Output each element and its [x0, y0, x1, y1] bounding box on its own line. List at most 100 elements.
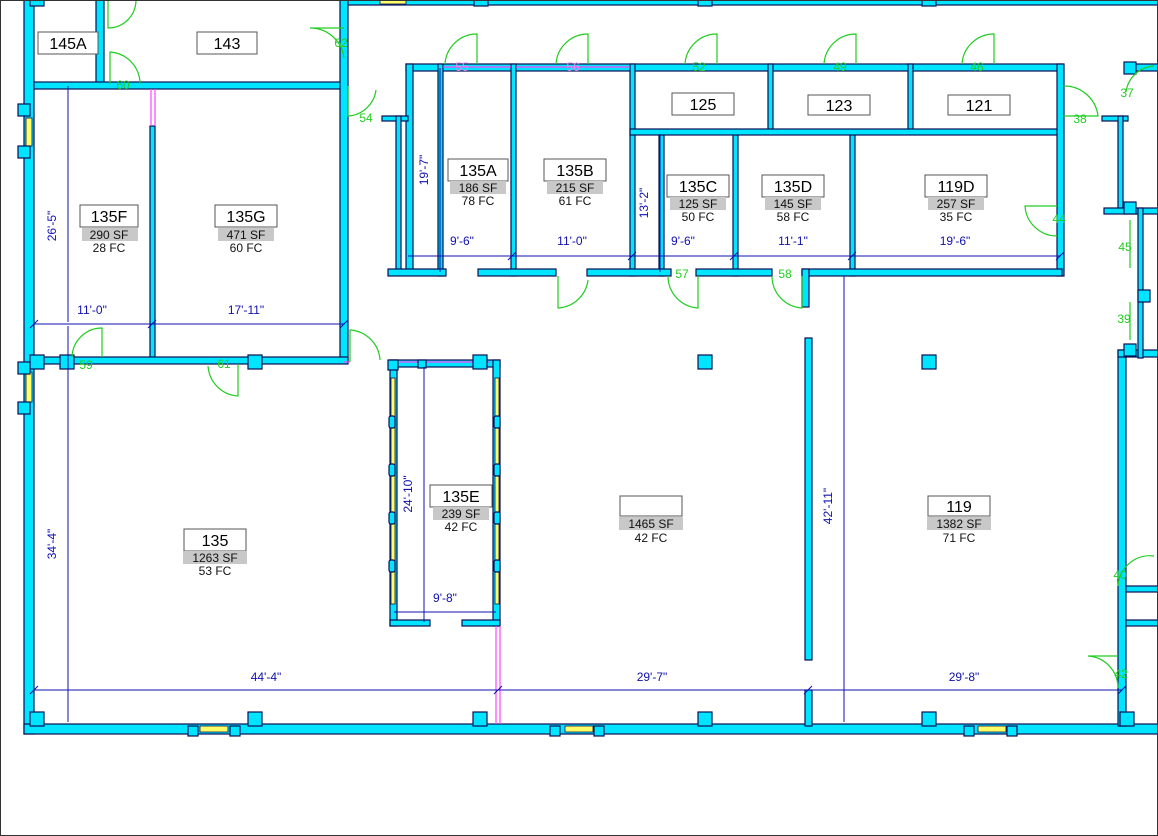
door-swing	[771, 275, 803, 309]
column	[472, 354, 488, 370]
door-number: 37	[1120, 86, 1134, 100]
door-swing	[1063, 85, 1099, 117]
column	[472, 711, 488, 727]
column	[59, 354, 75, 370]
door-swing	[684, 33, 718, 65]
dimension-11-1: 11'-1"	[778, 234, 808, 248]
wall	[586, 268, 672, 277]
door-number: 62	[334, 36, 348, 50]
door-number: 60	[116, 78, 130, 92]
room-label-box	[79, 204, 139, 228]
room-135-fc: 53 FC	[199, 564, 232, 578]
wall	[907, 63, 914, 133]
column	[17, 145, 31, 159]
room-135-name: 135	[202, 533, 229, 550]
wall	[461, 619, 501, 627]
door-number: 58	[778, 267, 792, 281]
room-135D-fc: 58 FC	[777, 210, 810, 224]
dimension-29-7: 29'-7"	[637, 670, 668, 684]
room-135C-name: 135C	[679, 179, 717, 196]
room-135E-fc: 42 FC	[445, 520, 478, 534]
room-119-name: 119	[946, 499, 972, 516]
wall	[1056, 63, 1065, 277]
room-135A-name: 135A	[459, 163, 497, 180]
door-number: 55	[455, 60, 469, 74]
column	[1006, 725, 1018, 737]
door-number: 56	[566, 60, 580, 74]
mullion	[388, 559, 396, 573]
windows	[25, 0, 1007, 733]
door-swing	[1117, 555, 1155, 587]
room-label-box	[214, 204, 278, 228]
door-swing	[71, 327, 103, 358]
room-135C-fc: 50 FC	[682, 210, 715, 224]
mullion	[493, 559, 501, 573]
wall	[477, 268, 557, 277]
column	[17, 103, 31, 117]
columns	[17, 0, 1151, 737]
room-121-name: 121	[966, 98, 993, 115]
dimension-9-6-b: 9'-6"	[671, 234, 695, 248]
sf-highlight	[183, 551, 247, 564]
dimension-11-0-b: 11'-0"	[557, 234, 587, 248]
room-135F-fc: 28 FC	[93, 241, 126, 255]
column	[1119, 711, 1135, 727]
dimension-29-8: 29'-8"	[949, 670, 980, 684]
sf-highlight	[928, 197, 984, 210]
room-119D-sf: 257 SF	[937, 197, 976, 211]
wall	[510, 63, 517, 277]
window	[390, 377, 396, 605]
wall	[387, 268, 447, 277]
column	[187, 725, 199, 737]
column	[417, 359, 427, 369]
room-143-name: 143	[214, 36, 241, 53]
room-135-sf: 1263 SF	[192, 551, 237, 565]
wall	[1125, 585, 1158, 593]
dimension-42-11: 42'-11"	[821, 488, 835, 524]
door-swing	[1087, 655, 1119, 689]
wall	[339, 0, 349, 363]
room-label-box	[807, 94, 871, 116]
column	[387, 359, 399, 371]
column	[921, 711, 937, 727]
dimension-34-4: 34'-4"	[45, 529, 59, 560]
door-number: 49	[833, 60, 847, 74]
door-swing	[107, 0, 137, 29]
door-swing	[347, 86, 377, 117]
column	[29, 711, 45, 727]
room-135B-sf: 215 SF	[556, 181, 595, 195]
room-135B-fc: 61 FC	[559, 194, 592, 208]
wall	[767, 63, 774, 133]
dimension-44-4: 44'-4"	[251, 670, 282, 684]
window	[564, 725, 594, 733]
room-135F-name: 135F	[91, 209, 128, 226]
door-swing	[207, 364, 239, 397]
door-swing	[961, 33, 995, 65]
room-125-name: 125	[690, 97, 717, 114]
corridor-fc: 42 FC	[635, 531, 668, 545]
room-135E-sf: 239 SF	[442, 507, 481, 521]
wall	[389, 619, 431, 627]
sf-highlight	[765, 197, 821, 210]
dimension-13-2: 13'-2"	[637, 188, 651, 219]
door-number: 52	[692, 60, 706, 74]
mullion	[388, 415, 396, 429]
dimension-24-10: 24'-10"	[401, 475, 415, 512]
column	[549, 725, 561, 737]
door-swing	[444, 33, 478, 65]
room-label-box	[196, 31, 258, 55]
room-label-box	[947, 94, 1011, 116]
dimension-19-6: 19'-6"	[940, 234, 971, 248]
door-number: 42	[1114, 667, 1128, 681]
room-labels: 145A 143 125 123 121 135F 290 SF 28 FC 1…	[37, 31, 1011, 578]
window	[494, 377, 500, 605]
sf-highlight	[670, 197, 726, 210]
room-label-box	[671, 92, 735, 116]
wall	[804, 689, 813, 727]
room-135G-name: 135G	[226, 209, 265, 226]
mullion	[493, 463, 501, 477]
sf-highlight	[82, 228, 138, 241]
window	[25, 371, 33, 403]
door-swing	[557, 276, 589, 309]
mullion	[493, 511, 501, 525]
